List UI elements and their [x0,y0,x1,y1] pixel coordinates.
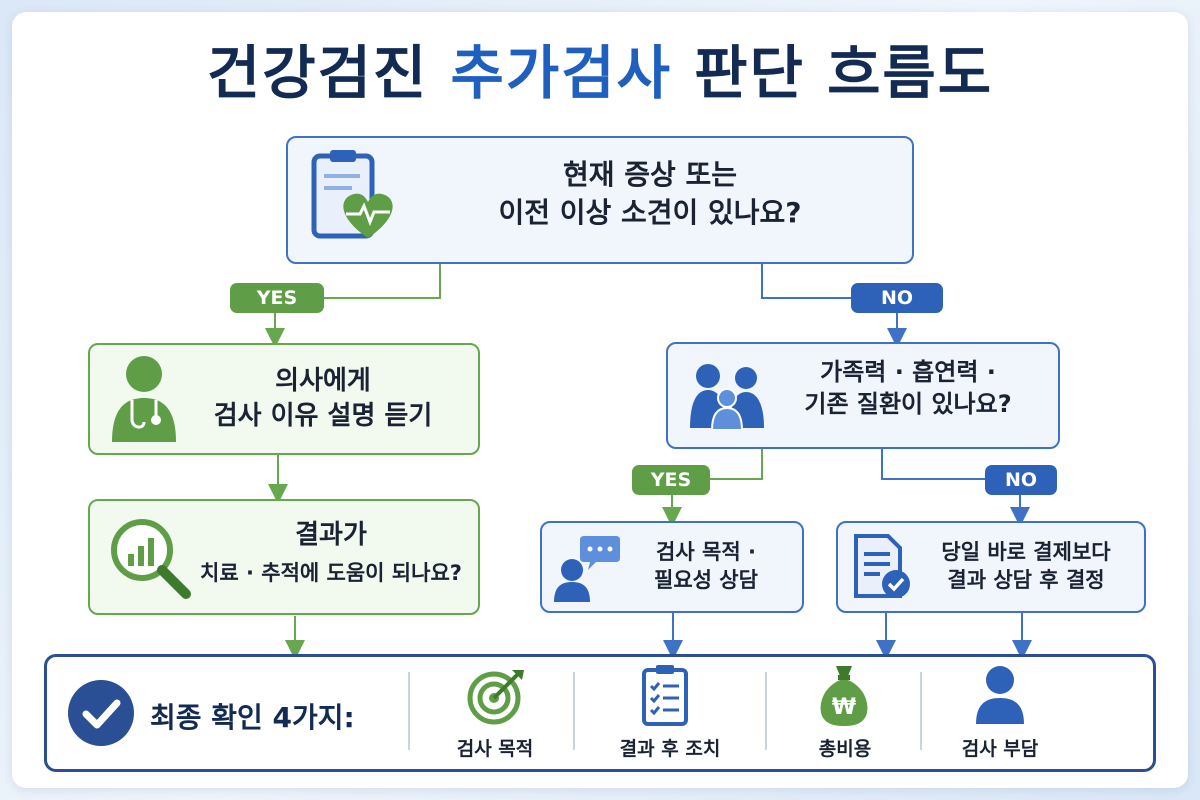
target-icon [467,670,524,725]
q2-no-badge: NO [985,465,1057,495]
person-icon [976,666,1024,724]
connector-q2-no [881,448,1030,527]
yes-step-2-line2: 치료 · 추적에 도움이 되나요? [200,561,462,586]
question-2-box [666,342,1060,449]
final-item-3-label: 총비용 [818,738,872,760]
title-part1: 건강검진 [206,39,429,107]
clipboard-heart-icon [311,150,393,239]
checklist-icon [642,665,688,726]
q2-yes-step-text: 검사 목적 · 필요성 상담 [616,538,796,595]
connector-q1-yes [265,262,441,348]
q2-yes-step-line1: 검사 목적 · [656,540,756,564]
svg-text:₩: ₩ [832,695,856,720]
yes-step-2-line1: 결과가 [295,520,367,550]
question-2-line2: 기존 질환이 있나요? [804,390,1012,419]
yes-step-1-text: 의사에게 검사 이유 설명 듣기 [180,364,466,434]
q2-yes-badge: YES [632,465,710,495]
question-1-line2: 이전 이상 소견이 있나요? [498,195,802,229]
family-icon [690,364,764,430]
question-1-line1: 현재 증상 또는 [562,158,738,191]
q2-no-step-text: 당일 바로 결제보다 결과 상담 후 결정 [916,538,1136,595]
money-bag-icon: ₩ [820,666,868,726]
q2-no-step-line1: 당일 바로 결제보다 [941,540,1111,564]
title-part2: 판단 흐름도 [694,39,994,107]
connector-q2-yes [662,448,763,527]
q1-no-badge: NO [851,283,943,313]
final-check-panel [44,654,1156,772]
yes-step-2-box [88,499,480,615]
divider-3 [765,672,767,750]
divider-2 [573,672,575,750]
divider-1 [408,672,410,750]
q1-yes-badge: YES [230,283,324,313]
q2-no-step-line2: 결과 상담 후 결정 [947,568,1105,593]
check-circle-icon [68,680,134,746]
final-item-1-label: 검사 목적 [456,738,534,760]
yes-step-1-line1: 의사에게 [275,366,371,396]
divider-4 [920,672,922,750]
question-1-text: 현재 증상 또는 이전 이상 소견이 있나요? [410,156,890,232]
final-item-4-label: 검사 부담 [961,738,1039,760]
connector-q1-no [761,262,907,348]
page-title: 건강검진 추가검사 판단 흐름도 [0,26,1200,110]
final-check-heading: 최종 확인 4가지: [150,701,355,734]
yes-step-1-line2: 검사 이유 설명 듣기 [213,401,433,432]
question-2-line1: 가족력 · 흡연력 · [820,358,996,386]
question-2-text: 가족력 · 흡연력 · 기존 질환이 있나요? [770,356,1046,421]
chat-person-icon [554,536,620,602]
magnifier-chart-icon [111,519,191,599]
yes-step-2-text: 결과가 치료 · 추적에 도움이 되나요? [186,518,476,587]
title-accent: 추가검사 [450,39,672,107]
doctor-icon [112,356,176,442]
document-check-icon [854,534,910,598]
final-item-2-label: 결과 후 조치 [619,738,721,760]
q2-yes-step-line2: 필요성 상담 [654,568,758,593]
